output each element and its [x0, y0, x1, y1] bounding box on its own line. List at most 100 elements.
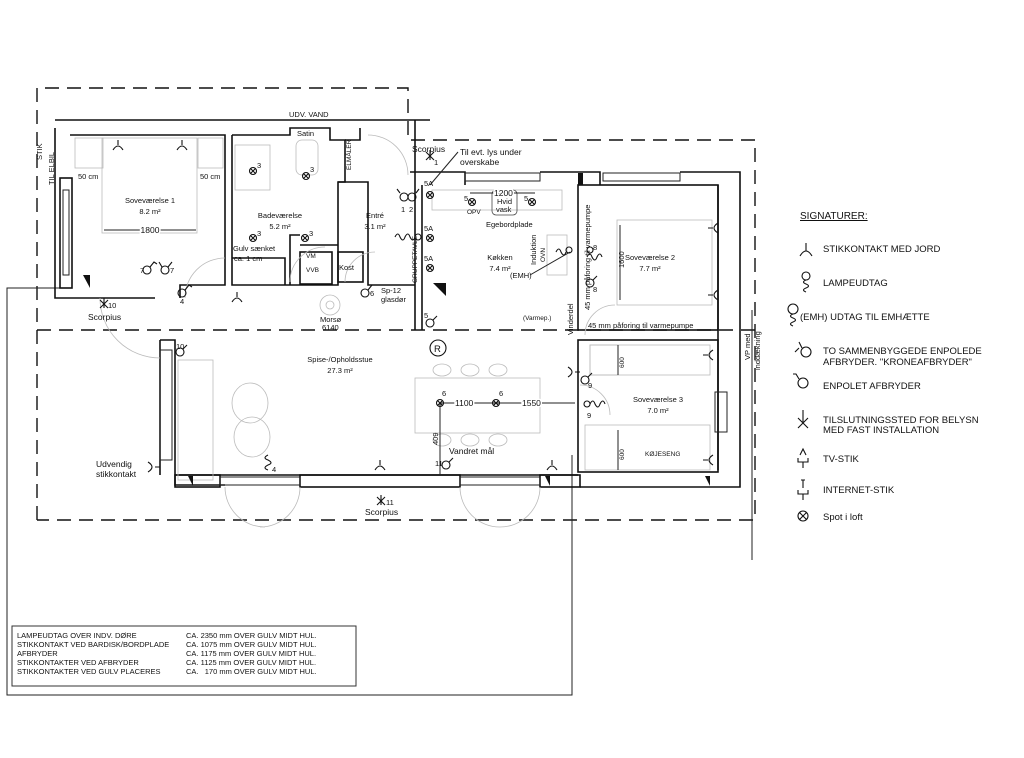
legend-label: INTERNET-STIK [823, 485, 895, 496]
room-bathroom-name: Badeværelse [258, 211, 302, 220]
ceiling-spot-icon [435, 398, 445, 408]
lamp-outlet-icon [264, 454, 272, 471]
label-stikkontakt: stikkontakt [96, 469, 137, 479]
circuit-2-switch: 2 [409, 205, 413, 214]
table-row: STIKKONTAKTER VED GULV PLACERES CA. 170 … [17, 667, 317, 676]
circuit-3-bath-c: 3 [257, 229, 261, 238]
label-overskabe: overskabe [460, 157, 499, 167]
label-vinderdel: Vinderdel [566, 303, 575, 335]
label-glasdor: glasdør [381, 295, 407, 304]
table-cell-item: AFBRYDER [17, 649, 58, 658]
circuit-10-living: 10 [176, 342, 184, 351]
wall-posts [83, 173, 710, 486]
label-50cm-left: 50 cm [78, 172, 98, 181]
circuit-8-lamp: 8 [593, 243, 597, 252]
circuit-7-b: 7 [170, 266, 174, 275]
doors [99, 134, 616, 528]
label-inddaekning: inddækning [753, 331, 762, 370]
room-bedroom1-area: 8.2 m² [139, 207, 161, 216]
circuit-5a-1: 5A [424, 179, 433, 188]
dim-bed2: 1600 [617, 251, 626, 268]
legend-item-socket: STIKKONTAKT MED JORD [799, 243, 940, 257]
room-entrance-area: 3.1 m² [364, 222, 386, 231]
label-vandret-maal: Vandret mål [449, 446, 494, 456]
ceiling-spot-icon [301, 171, 311, 181]
circuit-10-bedroom1: 10 [108, 301, 116, 310]
table-row: STIKKONTAKT VED BARDISK/BORDPLADE CA. 10… [17, 640, 317, 649]
label-morso: Morsø [320, 315, 342, 324]
circuit-6-a: 6 [442, 389, 446, 398]
circuit-9-switch: 9 [588, 381, 592, 390]
dim-spots: 1100 [455, 398, 474, 408]
room-bathroom-area: 5.2 m² [269, 222, 291, 231]
legend-item-single-switch: ENPOLET AFBRYDER [793, 373, 921, 392]
label-sp12: Sp-12 [381, 286, 401, 295]
label-til-evt: Til evt. lys under [460, 147, 522, 157]
lamp-outlet-icon [394, 233, 422, 241]
single-switch-icon [585, 275, 598, 288]
circuit-8-switch: 8 [593, 285, 597, 294]
heights-table: LAMPEUDTAG OVER INDV. DØRE CA. 2350 mm O… [11, 625, 357, 687]
lamp-outlet-icon [586, 246, 603, 261]
annotations: STIK TIL ELBIL UDV. VAND Satin ELMÅLER 5… [35, 110, 762, 560]
dim-sink: 1200 [494, 188, 513, 198]
legend-label: TV-STIK [823, 454, 860, 465]
table-cell-value: CA. 1075 mm OVER GULV MIDT HUL. [186, 640, 317, 649]
legend-label: TILSLUTNINGSSTED FOR BELYSN [823, 415, 979, 426]
legend-label: Spot i loft [823, 512, 863, 523]
circuit-1-entrance: 1 [434, 158, 438, 167]
ceiling-spot-icon [248, 233, 258, 243]
hood-outlet-icon [555, 246, 573, 256]
legend-item-lamp: LAMPEUDTAG [801, 271, 888, 293]
label-vm: VM [306, 253, 316, 260]
socket-with-ground-icon [231, 292, 243, 303]
single-switch-icon [425, 315, 438, 328]
ceiling-spot-icon [467, 197, 477, 207]
legend: SIGNATURER: STIKKONTAKT MED JORD LAMPEUD… [787, 211, 982, 523]
label-paforing-vertical: 45 mm påforing til varmepumpe [583, 205, 592, 310]
label-r-mark: R [434, 344, 441, 355]
circuit-6-b: 6 [499, 389, 503, 398]
socket-with-ground-icon [708, 289, 719, 301]
electrical-symbols: 10 11 1 3 3 3 3 5A 5A 5A 5 5 6 6 7 7 4 [99, 140, 719, 507]
ceiling-spot-icon [527, 197, 537, 207]
label-udv-vand: UDV. VAND [289, 110, 329, 119]
dim-bunk-top: 600 [619, 357, 626, 368]
room-bedroom1-name: Soveværelse 1 [125, 196, 175, 205]
room-labels: Soveværelse 1 8.2 m² Badeværelse 5.2 m² … [125, 196, 683, 415]
ceiling-spot-icon [425, 190, 435, 200]
legend-label-2: AFBRYDER. "KRONEAFBRYDER" [823, 357, 972, 368]
plot-line [6, 287, 573, 696]
circuit-5-kitchen-a: 5 [464, 194, 468, 203]
legend-label: (EMH) UDTAG TIL EMHÆTTE [800, 312, 930, 323]
circuit-3-bath-d: 3 [309, 229, 313, 238]
single-switch-icon [580, 372, 593, 385]
single-switch-icon [142, 261, 158, 275]
legend-item-spot: Spot i loft [797, 510, 863, 523]
label-scorpius-living: Scorpius [365, 507, 398, 517]
lamp-outlet-icon [583, 400, 606, 408]
label-varmep: (Varmep.) [523, 315, 551, 322]
fixed-light-connection-icon [99, 298, 109, 309]
label-opv: OPV [467, 209, 481, 216]
room-bedroom3-name: Soveværelse 3 [633, 395, 683, 404]
label-gulv-saenket: Gulv sænket [233, 244, 276, 253]
circuit-11-living: 11 [386, 498, 394, 507]
label-vvb: VVB [306, 267, 319, 274]
label-scorpius-entrance: Scorpius [412, 144, 445, 154]
legend-label: STIKKONTAKT MED JORD [823, 244, 940, 255]
double-switch-icon [396, 188, 420, 202]
single-switch-icon [177, 284, 193, 298]
fixed-light-connection-icon [376, 495, 386, 506]
label-emh: (EMH) [510, 271, 532, 280]
dim-bunk-bottom: 600 [619, 449, 626, 460]
circuit-4-lamp: 4 [272, 465, 276, 474]
label-hvid: Hvid [497, 197, 512, 206]
legend-label: LAMPEUDTAG [823, 278, 888, 289]
double-switch-icon [158, 261, 173, 275]
label-kost: Kost [339, 263, 355, 272]
socket-with-ground-icon [374, 460, 386, 471]
label-egebordplade: Egebordplade [486, 220, 533, 229]
legend-label-2: MED FAST INSTALLATION [823, 425, 939, 436]
table-cell-item: STIKKONTAKTER VED AFBRYDER [17, 658, 139, 667]
